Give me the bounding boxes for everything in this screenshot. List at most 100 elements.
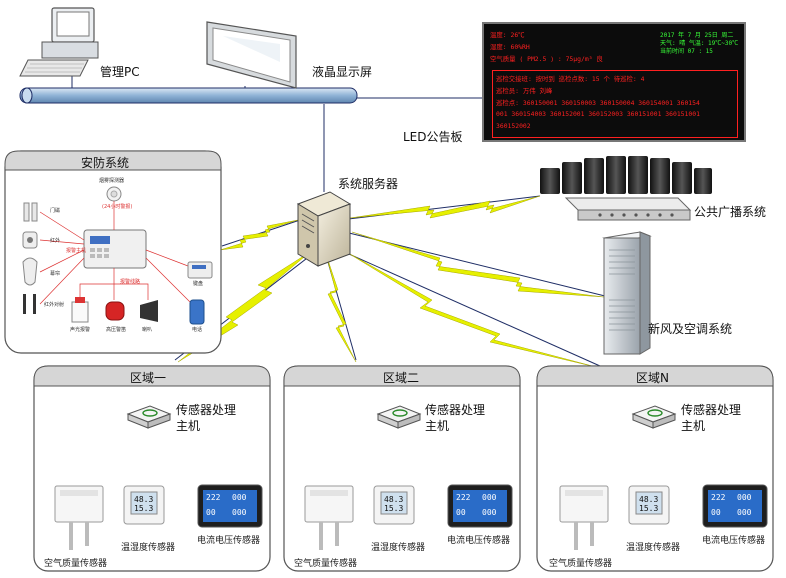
led-board: 温度: 26℃ 湿度: 60%RH 空气质量 ( PM2.5 ) : 75μg/… (482, 22, 746, 142)
wireless-server-zone2 (325, 253, 357, 363)
infrared-label: 红外 (50, 238, 61, 244)
led-box-1: 巡检交接班: 按时到 巡检点数: 15 个 待巡检: 4 (496, 75, 645, 83)
zone-1-temp-label: 温湿度传感器 (121, 543, 176, 553)
zone-n-title: 区域N (636, 371, 669, 385)
security-title: 安防系统 (81, 156, 130, 170)
wireless-server-zone1 (177, 251, 311, 363)
siren-label: 高压警笛 (106, 327, 127, 333)
meter-reading-a: 222 (206, 493, 221, 502)
speaker-array-icon (540, 156, 712, 194)
router-icon (631, 405, 677, 429)
keypad-icon (187, 261, 213, 279)
led-box-4: 001 360154003 360152001 360152003 360151… (496, 110, 700, 118)
led-date: 2017 年 7 月 25日 周二 (660, 32, 734, 39)
meter-reading-d: 000 (482, 508, 497, 517)
led-weather: 天气: 晴 气温: 19℃~30℃ (660, 40, 739, 47)
curtain-detector-icon (22, 257, 38, 286)
hvac-cabinet-icon (602, 231, 652, 355)
temp-top-reading: 48.3 (384, 495, 403, 504)
sound-light-label: 声光报警 (70, 327, 91, 333)
zone-1-meter-label: 电流电压传感器 (197, 536, 261, 546)
meter-reading-b: 000 (737, 493, 752, 502)
router-icon (376, 405, 422, 429)
zone-2-meter-label: 电流电压传感器 (447, 536, 511, 546)
broadcast-system-icon (540, 156, 712, 221)
lcd-screen-icon (206, 21, 297, 89)
beam-label: 红外对射 (44, 302, 65, 308)
meter-reading-d: 000 (232, 508, 247, 517)
curtain-label: 幕帘 (50, 271, 61, 277)
server-label: 系统服务器 (338, 177, 399, 191)
siren-icon (105, 301, 125, 321)
server-to-security-link (221, 219, 301, 247)
zone-2-temp-label: 温湿度传感器 (371, 543, 426, 553)
zone-2-host-label: 传感器处理主机 (425, 403, 486, 433)
led-box-3: 巡检点: 360150001 360150003 360150004 36015… (496, 99, 700, 107)
network-bus (19, 87, 358, 104)
zone-1-air-label: 空气质量传感器 (44, 559, 108, 569)
zone-2-title: 区域二 (383, 371, 420, 385)
router-icon (126, 405, 172, 429)
meter-reading-c: 00 (456, 508, 466, 517)
pc-icon (19, 7, 99, 77)
zone-2-air-label: 空气质量传感器 (294, 559, 358, 569)
zone-n-host-label: 传感器处理主机 (681, 403, 742, 433)
temp-bottom-reading: 15.3 (134, 504, 153, 513)
led-line-3: 空气质量 ( PM2.5 ) : 75μg/m³ 良 (490, 55, 603, 63)
temp-humidity-sensor-icon: 48.315.3 (123, 485, 165, 525)
temp-top-reading: 48.3 (134, 495, 153, 504)
zone-1-host-label: 传感器处理主机 (176, 403, 237, 433)
phone-label: 电话 (192, 327, 203, 333)
smoke-label: 烟雾探测器 (99, 178, 125, 184)
air-quality-sensor-icon (54, 485, 104, 550)
led-box-2: 巡检员: 万伟 刘峰 (496, 87, 553, 95)
server-icon (296, 191, 352, 267)
zone-n-air-label: 空气质量传感器 (549, 559, 613, 569)
phone-icon (189, 299, 205, 325)
server-to-broadcast-link (339, 195, 541, 221)
smoke-sub-label: (24小时警报) (102, 204, 133, 210)
horn-label: 喇叭 (142, 327, 153, 333)
air-quality-sensor-icon (559, 485, 609, 550)
led-box-5: 360152002 (496, 122, 531, 130)
server-to-zone3-link (339, 249, 601, 367)
led-line-2: 湿度: 60%RH (490, 43, 530, 51)
hvac-label: 新风及空调系统 (648, 322, 733, 336)
meter-reading-c: 00 (206, 508, 216, 517)
led-time: 当前时间 07 : 15 (660, 48, 713, 55)
broadcast-label: 公共广播系统 (694, 205, 767, 219)
lcd-label: 液晶显示屏 (312, 65, 373, 79)
meter-reading-c: 00 (711, 508, 721, 517)
horn-icon (140, 300, 158, 322)
air-quality-sensor-icon (304, 485, 354, 550)
zone-n-meter-label: 电流电压传感器 (702, 536, 766, 546)
alarm-host-label: 报警主机 (66, 248, 87, 254)
zone-1-title: 区域一 (130, 371, 167, 385)
temp-humidity-sensor-icon: 48.315.3 (628, 485, 670, 525)
meter-reading-b: 000 (482, 493, 497, 502)
temp-bottom-reading: 15.3 (384, 504, 403, 513)
amplifier-icon (564, 197, 692, 221)
meter-reading-d: 000 (737, 508, 752, 517)
beam-detector-icon (23, 294, 26, 314)
meter-reading-a: 222 (711, 493, 726, 502)
wireless-server-broadcast (349, 195, 541, 219)
temp-top-reading: 48.3 (639, 495, 658, 504)
led-line-1: 温度: 26℃ (490, 31, 525, 39)
sound-light-alarm-icon (71, 301, 89, 323)
door-label: 门磁 (50, 208, 61, 214)
meter-reading-a: 222 (456, 493, 471, 502)
door-magnet-icon (23, 202, 30, 222)
led-inspection-box (492, 70, 738, 138)
security-panel (22, 186, 213, 325)
temp-humidity-sensor-icon: 48.315.3 (373, 485, 415, 525)
pc-label: 管理PC (100, 65, 140, 79)
led-label: LED公告板 (403, 130, 463, 144)
